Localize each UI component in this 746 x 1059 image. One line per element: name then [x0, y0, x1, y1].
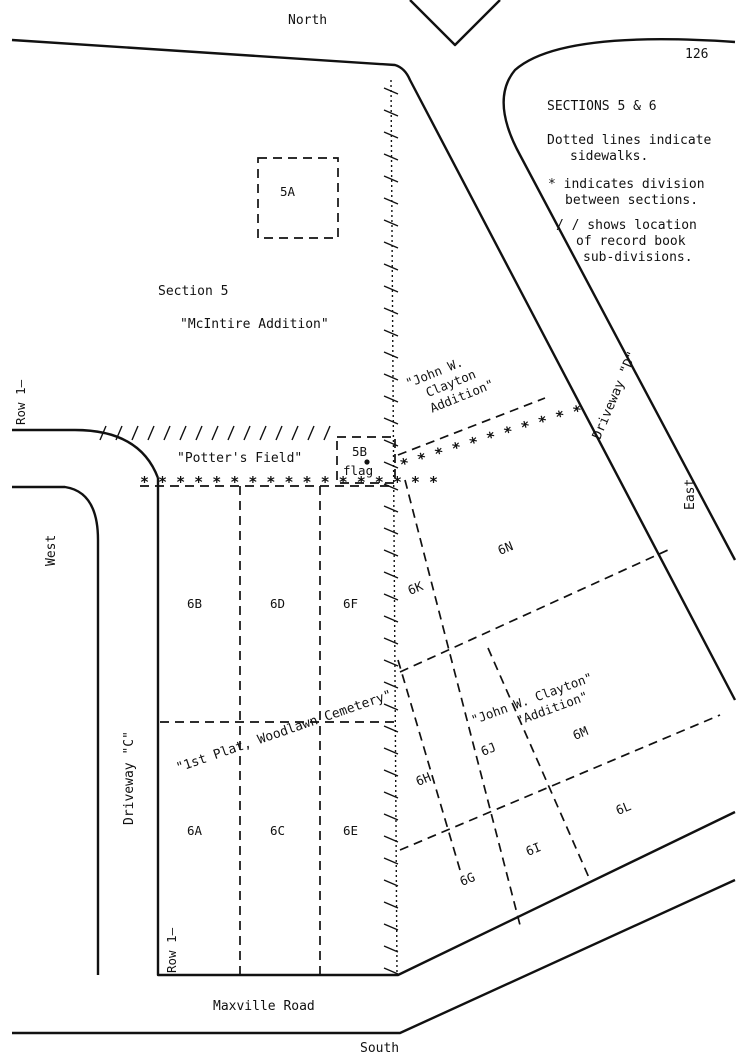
sidewalk-6n-6m: [399, 549, 669, 673]
maxville-road-label: Maxville Road: [213, 999, 315, 1014]
svg-text:* * * * * * * * * * *: * * * * * * * * * * *: [398, 401, 585, 474]
legend-line-3: * indicates division: [548, 177, 705, 192]
lot-6l: 6L: [614, 798, 634, 818]
lot-6g: 6G: [458, 869, 478, 889]
legend-line-5: / / shows location: [556, 218, 697, 233]
section5-name: "McIntire Addition": [180, 317, 329, 332]
lot-6a: 6A: [187, 823, 203, 838]
sidewalk-clayton-top: [397, 397, 546, 456]
lot-6n: 6N: [496, 538, 516, 558]
page-number: 126: [685, 47, 708, 62]
sidewalk-6k-diagonal: [404, 479, 521, 926]
first-plat-label: "1st Plat, Woodlawn Cemetery": [174, 688, 394, 776]
legend-line-4: between sections.: [565, 193, 698, 208]
lot-6m: 6M: [571, 723, 591, 743]
svg-text:* * * * * * * * * * * * * * *: * * * * * * * * * * * * * * * * *: [140, 473, 438, 491]
legend-title: SECTIONS 5 & 6: [547, 99, 657, 114]
lot-5b-label: 5B: [352, 444, 367, 459]
flag-label: flag: [343, 463, 373, 478]
hatch-column-axis: [390, 79, 398, 976]
top-notch-line: [409, 0, 501, 47]
legend-line-1: Dotted lines indicate: [547, 133, 712, 148]
potters-field-hatching: [99, 425, 331, 441]
lot-6k: 6K: [406, 578, 426, 598]
sidewalk-6j-6m: [399, 714, 721, 851]
potters-field-label: "Potter's Field": [177, 451, 302, 466]
west-label: West: [44, 535, 59, 566]
sidewalk-6h-line: [397, 659, 461, 871]
legend-line-7: sub-divisions.: [583, 250, 693, 265]
clayton-addition-top: "John W. Clayton Addition": [404, 354, 496, 415]
lot-6h: 6H: [414, 769, 434, 789]
driveway-c-west-edge: [12, 485, 100, 975]
legend-line-2: sidewalks.: [570, 149, 648, 164]
lot-6f: 6F: [343, 596, 358, 611]
flag-marker: [364, 459, 370, 465]
lot-6i: 6I: [524, 839, 544, 859]
driveway-d-curve: [502, 38, 737, 561]
lot-5a-label: 5A: [280, 184, 296, 199]
south-label: South: [360, 1041, 399, 1056]
row1-top-label: Row 1—: [13, 379, 28, 425]
east-label: East: [683, 479, 698, 510]
lot-6b: 6B: [187, 596, 202, 611]
sidewalk-6i-line: [487, 647, 591, 881]
driveway-c-label: Driveway "C": [122, 731, 137, 825]
maxville-road-south-edge: [12, 878, 736, 1035]
lot-6e: 6E: [343, 823, 358, 838]
lot-6d: 6D: [270, 596, 285, 611]
lot-5b-box: [336, 436, 396, 484]
section5-boundary: [11, 38, 737, 701]
row1-bottom-label: Row 1—: [164, 927, 179, 973]
driveway-d-label: Driveway "D": [590, 349, 641, 441]
north-label: North: [288, 13, 327, 28]
lot-6c: 6C: [270, 823, 285, 838]
section5-bottom-edge: [12, 428, 160, 479]
section6-boundary: [156, 478, 736, 977]
lot-6j: 6J: [479, 739, 499, 759]
lot-labels: 6B 6D 6F 6A 6C 6E 6K 6N 6M 6J 6H 6L 6I 6…: [187, 538, 633, 889]
lot-5a-box: [257, 157, 339, 239]
legend-line-6: of record book: [576, 234, 686, 249]
section5-title: Section 5: [158, 284, 228, 299]
legend: SECTIONS 5 & 6 Dotted lines indicate sid…: [547, 99, 712, 265]
